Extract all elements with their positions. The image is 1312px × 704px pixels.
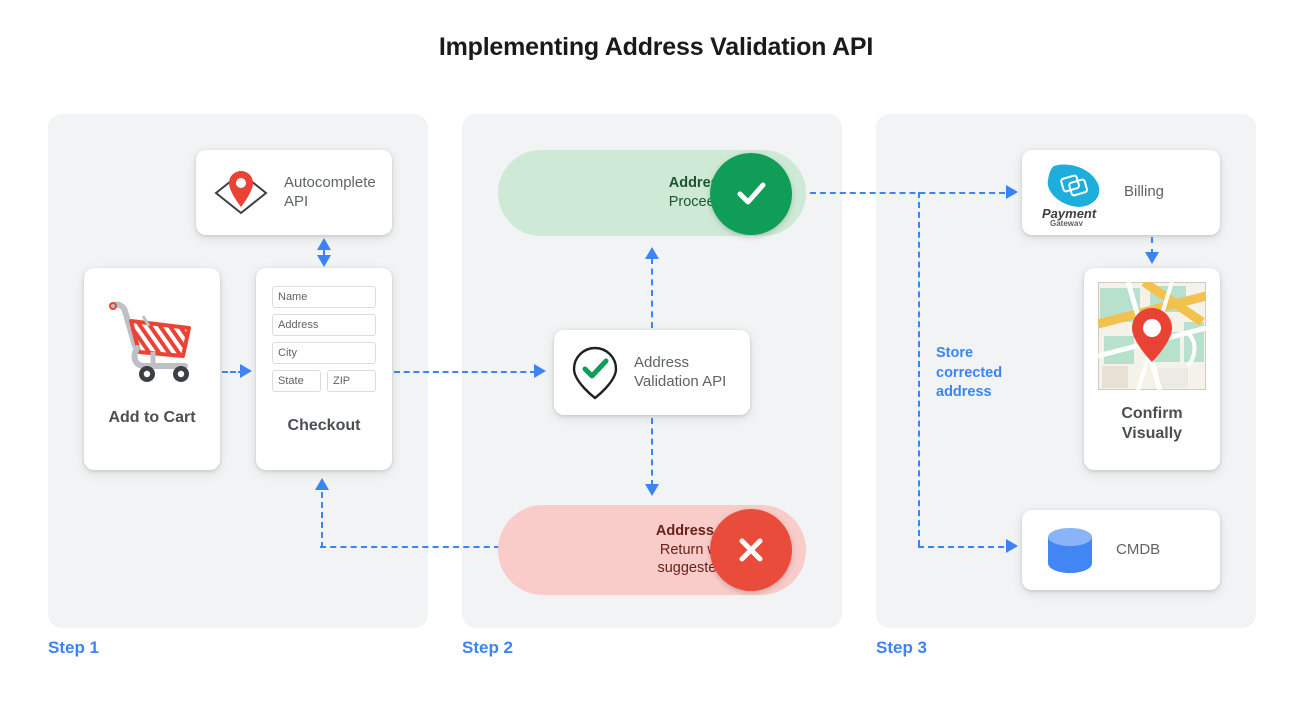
- invalid-status-badge: [710, 509, 792, 591]
- arrow-checkout-to-validation: [534, 364, 546, 378]
- arrow-invalid-return-to-checkout: [315, 478, 329, 490]
- store-corrected-address-annotation: Store corrected address: [936, 345, 1003, 401]
- city-field[interactable]: City: [272, 342, 376, 364]
- arrow-billing-to-confirm: [1145, 252, 1159, 264]
- zip-field[interactable]: ZIP: [327, 370, 376, 392]
- add-to-cart-label: Add to Cart: [108, 409, 196, 426]
- shopping-cart-icon: [103, 290, 201, 388]
- step-2-label: Step 2: [462, 638, 514, 657]
- valid-status-badge: [710, 153, 792, 235]
- step-3-label: Step 3: [876, 638, 928, 657]
- connector-store-corrected-vertical: [918, 192, 920, 546]
- page-title: Implementing Address Validation API: [438, 33, 874, 61]
- arrow-validation-to-invalid: [645, 484, 659, 496]
- map-pin-on-map-icon: [212, 167, 270, 219]
- connector-validation-to-valid: [651, 258, 653, 328]
- connector-cart-to-checkout: [222, 371, 244, 373]
- arrow-down-checkout: [317, 255, 331, 267]
- arrow-cart-to-checkout: [240, 364, 252, 378]
- map-thumbnail-icon: [1098, 282, 1206, 390]
- autocomplete-api-card[interactable]: Autocomplete API: [196, 150, 392, 235]
- connector-invalid-return-horizontal: [320, 546, 500, 548]
- connector-valid-to-billing: [800, 192, 1015, 194]
- billing-label: Billing: [1124, 183, 1165, 201]
- add-to-cart-card[interactable]: Add to Cart: [84, 268, 220, 470]
- svg-text:Gateway: Gateway: [1050, 219, 1083, 226]
- connector-invalid-return-vertical: [321, 492, 323, 548]
- billing-card[interactable]: Payment Gateway Billing: [1022, 150, 1220, 235]
- arrow-store-corrected-to-cmdb: [1006, 539, 1018, 553]
- connector-checkout-to-validation: [394, 371, 536, 373]
- state-field[interactable]: State: [272, 370, 321, 392]
- confirm-visually-label: Confirm Visually: [1121, 405, 1183, 442]
- checkout-label: Checkout: [287, 417, 361, 434]
- arrow-validation-to-valid: [645, 247, 659, 259]
- checkout-card[interactable]: Name Address City State ZIP Checkout: [256, 268, 392, 470]
- svg-text:Payment: Payment: [1042, 206, 1097, 221]
- payment-gateway-logo-icon: Payment Gateway: [1036, 160, 1112, 226]
- connector-autocomplete-checkout: [323, 248, 325, 258]
- address-validation-api-label: Address Validation API: [634, 353, 727, 390]
- connector-store-corrected-horizontal: [918, 546, 1014, 548]
- connector-validation-to-invalid: [651, 418, 653, 486]
- pin-with-check-icon: [570, 344, 620, 402]
- autocomplete-api-label: Autocomplete API: [284, 173, 376, 210]
- connector-billing-to-confirm: [1151, 237, 1153, 255]
- arrow-valid-to-billing: [1006, 185, 1018, 199]
- step-1-label: Step 1: [48, 638, 100, 657]
- cmdb-card[interactable]: CMDB: [1022, 510, 1220, 590]
- cmdb-label: CMDB: [1116, 540, 1161, 558]
- close-x-icon: [730, 529, 772, 571]
- confirm-visually-card[interactable]: Confirm Visually: [1084, 268, 1220, 470]
- check-icon: [730, 173, 772, 215]
- state-zip-row: State ZIP: [272, 370, 376, 398]
- address-validation-api-card[interactable]: Address Validation API: [554, 330, 750, 415]
- name-field[interactable]: Name: [272, 286, 376, 308]
- arrow-up-autocomplete: [317, 238, 331, 250]
- database-cylinder-icon: [1044, 524, 1096, 576]
- address-field[interactable]: Address: [272, 314, 376, 336]
